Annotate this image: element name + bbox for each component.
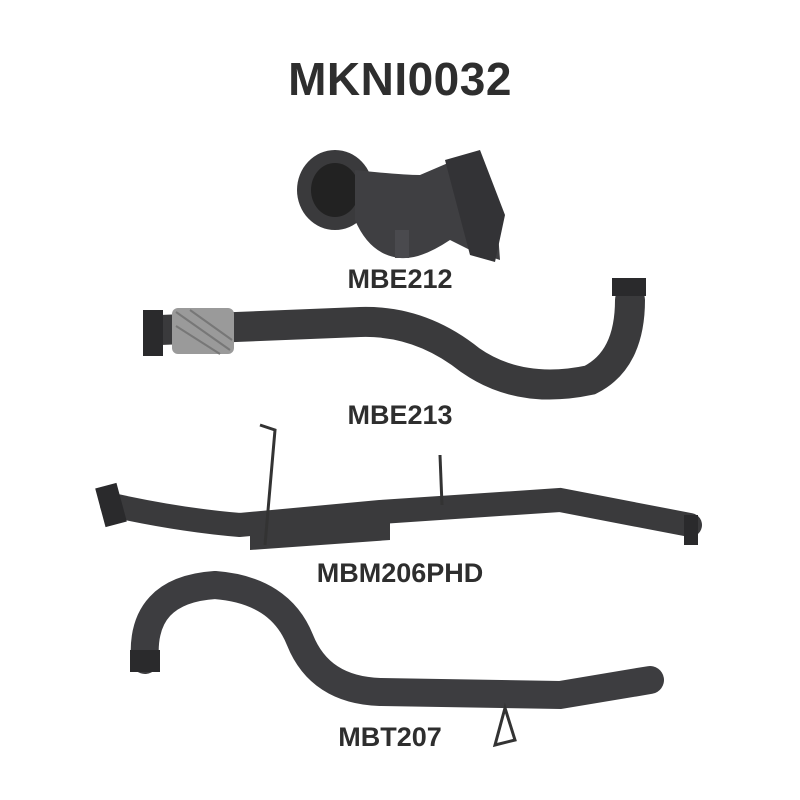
part-image-mbe213 (143, 278, 646, 400)
kit-title: MKNI0032 (288, 53, 512, 105)
part-image-mbe212 (297, 150, 505, 262)
part-label-mbm206phd: MBM206PHD (316, 558, 484, 588)
part-image-mbm206phd (95, 423, 702, 550)
part-image-mbt207 (130, 570, 664, 748)
part-label-mbt207: MBT207 (338, 722, 442, 752)
part-label-mbe212: MBE212 (347, 264, 453, 294)
part-label-mbe213: MBE213 (347, 400, 453, 430)
